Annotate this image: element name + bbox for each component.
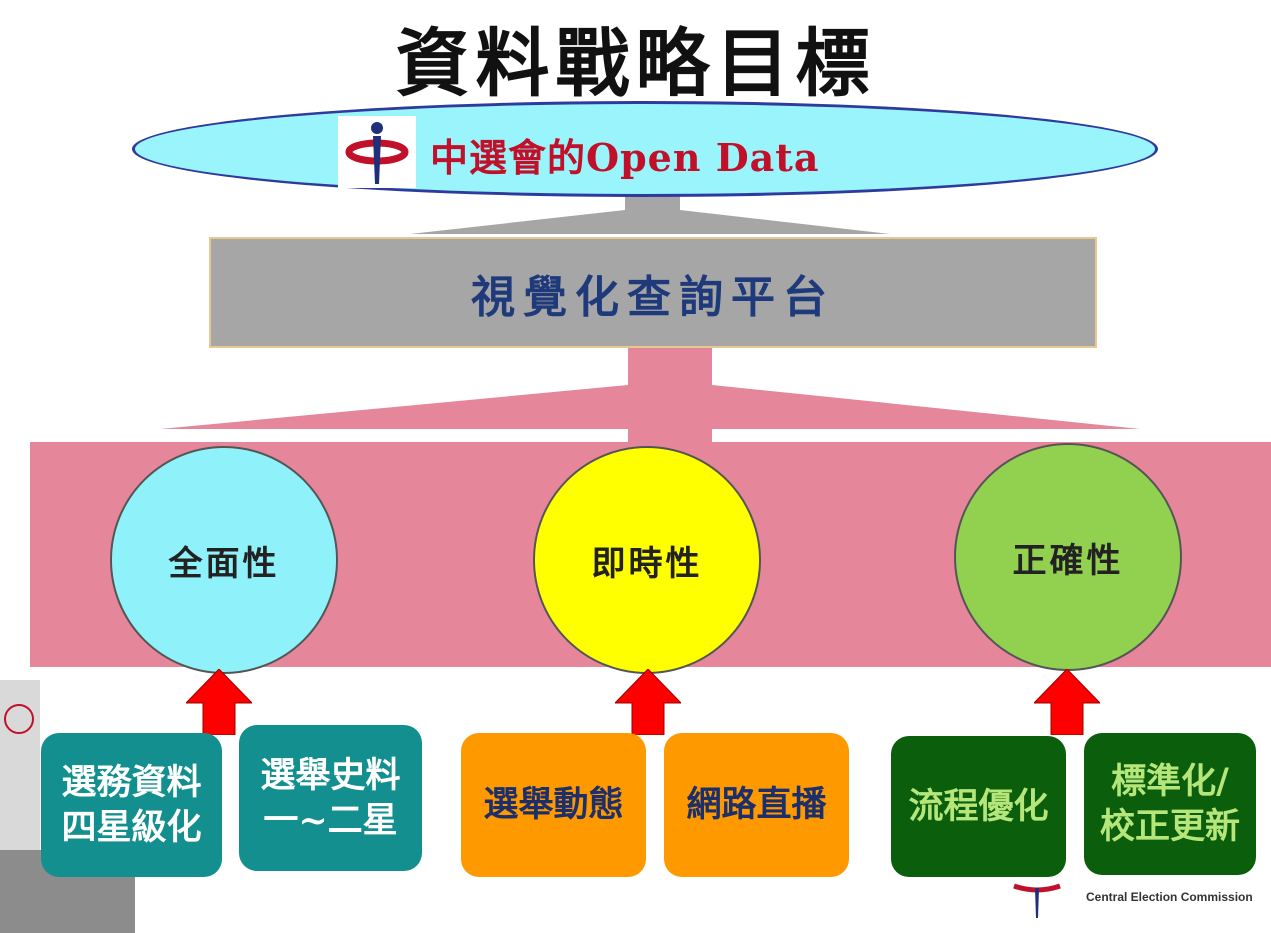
initiative-box: 選舉史料 一~二星 bbox=[239, 725, 422, 871]
initiative-box: 選務資料 四星級化 bbox=[41, 733, 222, 877]
pillar-circle-comprehensive: 全面性 bbox=[110, 446, 338, 674]
gray-arrow bbox=[410, 190, 890, 234]
platform-label: 視覺化查詢平台 bbox=[471, 271, 835, 323]
initiative-box: 流程優化 bbox=[891, 736, 1066, 877]
red-up-arrow bbox=[1034, 669, 1100, 735]
page-title: 資料戰略目標 bbox=[395, 21, 876, 107]
pillar-label: 即時性 bbox=[591, 543, 703, 584]
initiative-label: 標準化/ 校正更新 bbox=[1099, 760, 1240, 848]
initiative-label: 選舉動態 bbox=[483, 784, 624, 826]
initiative-label: 選舉史料 一~二星 bbox=[260, 754, 401, 842]
footer-org-name: Central Election Commission bbox=[1086, 890, 1253, 904]
initiative-label: 選務資料 四星級化 bbox=[61, 761, 202, 849]
red-up-arrow bbox=[615, 669, 681, 735]
visualization-platform: 視覺化查詢平台 bbox=[209, 237, 1097, 348]
pink-arrow bbox=[160, 345, 1140, 445]
footer-logo-icon bbox=[1013, 883, 1061, 918]
initiative-box: 標準化/ 校正更新 bbox=[1084, 733, 1256, 875]
red-up-arrow bbox=[186, 669, 252, 735]
pillar-circle-accurate: 正確性 bbox=[954, 443, 1182, 671]
pillar-circle-timely: 即時性 bbox=[533, 446, 761, 674]
cec-logo-icon bbox=[338, 116, 416, 188]
open-data-label: 中選會的Open Data bbox=[430, 135, 820, 180]
pillar-label: 全面性 bbox=[168, 543, 280, 584]
pillar-label: 正確性 bbox=[1012, 540, 1124, 581]
initiative-label: 網路直播 bbox=[686, 784, 827, 826]
initiative-box: 選舉動態 bbox=[461, 733, 646, 877]
open-data-ellipse bbox=[132, 101, 1158, 197]
initiative-box: 網路直播 bbox=[664, 733, 849, 877]
initiative-label: 流程優化 bbox=[908, 785, 1049, 827]
background-emblem-icon bbox=[4, 704, 34, 734]
